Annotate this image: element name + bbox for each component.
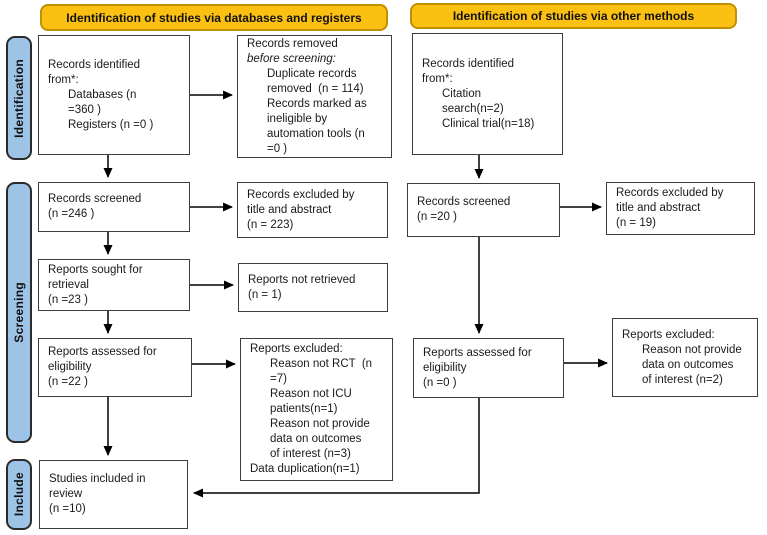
box-reports-excluded-reasons-databases: Reports excluded: Reason not RCT (n =7) Rea…: [240, 338, 393, 481]
box-text-line: of interest (n=3): [270, 448, 351, 460]
box-text-line: Records excluded by: [616, 187, 724, 199]
box-records-removed-before-screening: Records removed before screening: Duplicat…: [237, 35, 392, 158]
box-text-line: Reason not RCT (n: [270, 358, 373, 370]
box-text-line: Records identified: [48, 58, 141, 71]
box-text-line: review: [49, 488, 83, 500]
box-text-line: patients(n=1): [270, 403, 338, 415]
box-studies-included-review: Studies included in review (n =10): [39, 460, 188, 529]
box-text-line: eligibility: [423, 361, 467, 374]
box-text-line: from*:: [422, 72, 453, 85]
box-text-line: search(n=2): [442, 102, 504, 115]
box-text-line: (n =20 ): [417, 211, 457, 223]
box-text-line: =360 ): [68, 103, 101, 116]
box-text-line: =0 ): [267, 142, 288, 155]
box-text-line: data on outcomes: [270, 433, 362, 445]
box-text-line: (n =22 ): [48, 376, 88, 388]
box-text-line: (n =10): [49, 503, 86, 515]
box-text-line: Registers (n =0 ): [68, 118, 154, 131]
box-text-line: Reason not provide: [270, 418, 370, 430]
box-text-line: Reason not ICU: [270, 388, 352, 400]
header-other-methods: Identification of studies via other meth…: [410, 3, 737, 29]
box-reports-sought-retrieval: Reports sought for retrieval (n =23 ): [38, 259, 190, 311]
box-text-line: (n = 19): [616, 217, 656, 229]
header-databases-registers: Identification of studies via databases …: [40, 4, 388, 31]
box-text-line: (n =246 ): [48, 208, 95, 220]
box-text-line: Reports excluded:: [250, 343, 343, 355]
arrow-other-assessed-to-included: [193, 398, 480, 498]
box-records-identified-other: Records identified from*: Citation search(n…: [412, 33, 563, 155]
box-text-line: Records screened: [417, 196, 511, 208]
box-text-line: eligibility: [48, 361, 92, 373]
stage-include-label: Include: [12, 472, 26, 517]
box-text-line: (n = 223): [247, 218, 294, 231]
box-text-line: Records marked as: [267, 97, 367, 110]
box-text-line: title and abstract: [247, 203, 332, 216]
box-text-line: Studies included in: [49, 473, 146, 485]
box-records-screened-other: Records screened (n =20 ): [407, 183, 560, 237]
box-text-line: data on outcomes: [642, 358, 734, 371]
box-reports-assessed-other: Reports assessed for eligibility (n =0 ): [413, 338, 564, 398]
box-text-line: Reports excluded:: [622, 328, 715, 341]
stage-identification-label: Identification: [12, 58, 26, 138]
box-records-excluded-title-databases: Records excluded by title and abstract (n …: [237, 182, 388, 238]
box-text-line: Reports assessed for: [423, 346, 532, 359]
box-text-line: Duplicate records: [267, 67, 357, 80]
box-text-line: automation tools (n: [267, 127, 365, 140]
box-reports-assessed-databases: Reports assessed for eligibility (n =22 ): [38, 338, 192, 397]
box-text-line: title and abstract: [616, 202, 701, 214]
box-text-line: (n =0 ): [423, 376, 457, 389]
box-text-line: Records removed: [247, 37, 338, 50]
box-text-line: Reports not retrieved: [248, 273, 356, 286]
box-text-line: Records screened: [48, 193, 142, 205]
box-records-screened-databases: Records screened (n =246 ): [38, 182, 190, 232]
stage-identification: Identification: [6, 36, 32, 160]
box-text-line: from*:: [48, 73, 79, 86]
header-databases-registers-label: Identification of studies via databases …: [66, 10, 362, 25]
box-text-line: Citation: [442, 87, 481, 100]
box-text-line: Clinical trial(n=18): [442, 117, 535, 130]
box-text-line: Records excluded by: [247, 188, 355, 201]
box-text-line: of interest (n=2): [642, 373, 723, 386]
header-other-methods-label: Identification of studies via other meth…: [452, 9, 695, 23]
stage-screening-label: Screening: [12, 282, 26, 343]
box-text-line: Databases (n: [68, 88, 137, 101]
box-text-line: (n =23 ): [48, 293, 88, 306]
box-text-line: before screening:: [247, 52, 336, 65]
box-records-identified-databases: Records identified from*: Databases (n =360…: [38, 35, 190, 155]
box-text-line: Reports sought for: [48, 263, 143, 276]
box-reports-excluded-reasons-other: Reports excluded: Reason not provide data …: [612, 318, 758, 397]
box-records-excluded-title-other: Records excluded by title and abstract (n …: [606, 182, 755, 235]
box-text-line: ineligible by: [267, 112, 328, 125]
box-text-line: Reports assessed for: [48, 346, 157, 358]
stage-include: Include: [6, 459, 32, 530]
box-text-line: (n = 1): [248, 288, 282, 301]
box-text-line: retrieval: [48, 278, 89, 291]
box-text-line: =7): [270, 373, 287, 385]
stage-screening: Screening: [6, 182, 32, 443]
box-text-line: Records identified: [422, 57, 515, 70]
box-reports-not-retrieved: Reports not retrieved (n = 1): [238, 263, 388, 312]
box-text-line: Data duplication(n=1): [250, 463, 360, 475]
box-text-line: Reason not provide: [642, 343, 742, 356]
box-text-line: removed (n = 114): [267, 82, 364, 95]
